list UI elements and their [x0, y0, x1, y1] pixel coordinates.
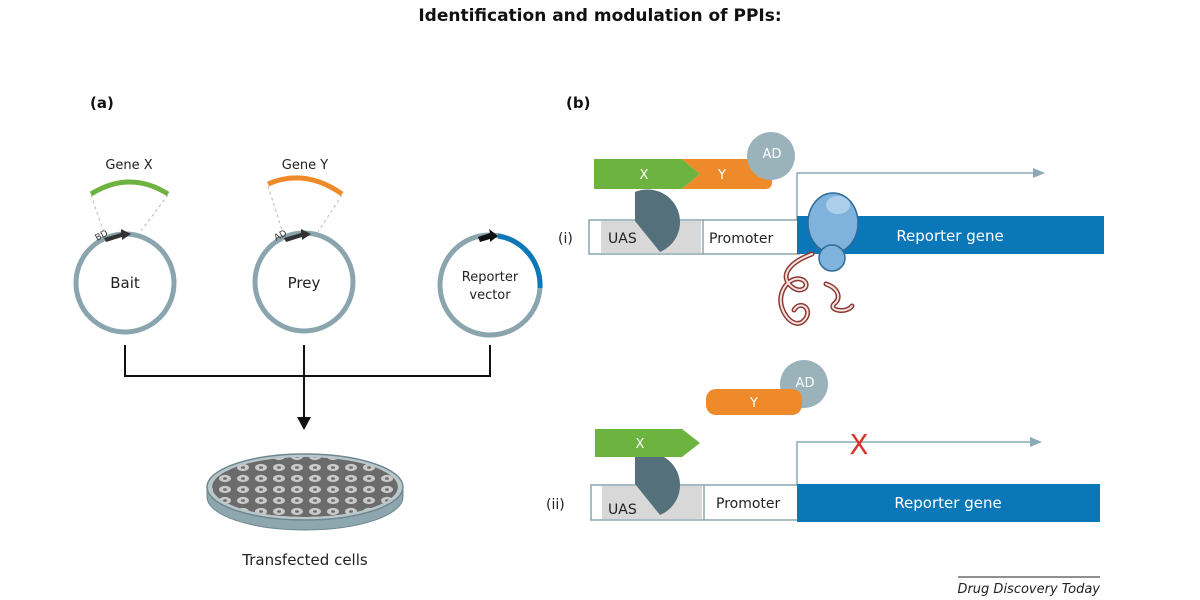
transcription-arrowhead [1030, 437, 1042, 447]
bd-label: BD [615, 471, 634, 486]
insert-guide [139, 194, 169, 233]
insert-guide [317, 194, 343, 233]
row-ii-label: (ii) [546, 497, 565, 513]
x-protein [595, 429, 700, 457]
ad-label: AD [763, 147, 782, 162]
bd-domain [635, 189, 681, 252]
mrna-tail-inner [825, 283, 853, 312]
row-ii-disrupted: AD Y X UAS Promoter Reporter gene BD X (… [546, 360, 1100, 522]
bait-plasmid: Gene X BD Bait [73, 158, 177, 335]
x-protein [594, 159, 700, 189]
transcription-arrow-line [796, 172, 1035, 222]
transcription-arrowhead [1033, 168, 1045, 178]
x-label: X [636, 437, 645, 452]
insert-guide [90, 194, 104, 231]
reporter-gene-label: Reporter gene [894, 494, 1001, 512]
y-label: Y [749, 396, 758, 411]
promoter-label: Promoter [716, 496, 781, 512]
uas-label: UAS [608, 502, 637, 518]
mrna-transcript-inner [779, 253, 813, 325]
bait-label: Bait [110, 274, 140, 292]
bd-label: BD [615, 207, 634, 222]
panel-a-label: (a) [90, 94, 114, 112]
ad-label: AD [796, 376, 815, 391]
promoter-label: Promoter [709, 231, 774, 247]
reporter-gene-label: Reporter gene [896, 227, 1003, 245]
source-credit: Drug Discovery Today [957, 582, 1100, 597]
panel-b-label: (b) [566, 94, 590, 112]
reporter-gene-segment [497, 233, 543, 289]
reporter-vector-plasmid: Reporter vector [437, 229, 543, 338]
insert-guide [267, 185, 283, 231]
y-label: Y [717, 168, 726, 183]
gene-x-fragment [89, 179, 170, 197]
x-label: X [640, 168, 649, 183]
bd-cassette-arrow [104, 229, 131, 242]
prey-label: Prey [288, 274, 321, 292]
bd-domain [635, 452, 680, 515]
petri-dish [206, 453, 404, 531]
rna-polymerase-highlight [826, 196, 850, 214]
blocked-mark: X [849, 428, 868, 461]
transfection-connector [124, 345, 491, 418]
reporter-gene-block [797, 484, 1100, 522]
promoter-arrow [478, 229, 498, 242]
down-arrowhead [297, 417, 311, 430]
y-protein-free [706, 389, 802, 415]
reporter-vector-label-2: vector [469, 288, 511, 303]
dish-caption: Transfected cells [241, 551, 368, 569]
prey-plasmid: Gene Y AD Prey [252, 158, 356, 334]
row-i-interaction: UAS Promoter Reporter gene BD X Y AD (i) [558, 132, 1104, 326]
gene-y-label: Gene Y [282, 158, 328, 173]
reporter-vector-label-1: Reporter [462, 270, 519, 285]
gene-y-fragment [267, 175, 344, 197]
figure-title: Identification and modulation of PPIs: [418, 6, 781, 26]
gene-x-label: Gene X [105, 158, 152, 173]
transcription-arrow-line [796, 441, 1030, 486]
ad-cassette-arrow [284, 229, 311, 242]
ad-domain [747, 132, 795, 180]
rna-polymerase-small [818, 244, 846, 272]
uas-label: UAS [608, 231, 637, 247]
row-i-label: (i) [558, 231, 573, 247]
cell-layer [212, 457, 398, 517]
